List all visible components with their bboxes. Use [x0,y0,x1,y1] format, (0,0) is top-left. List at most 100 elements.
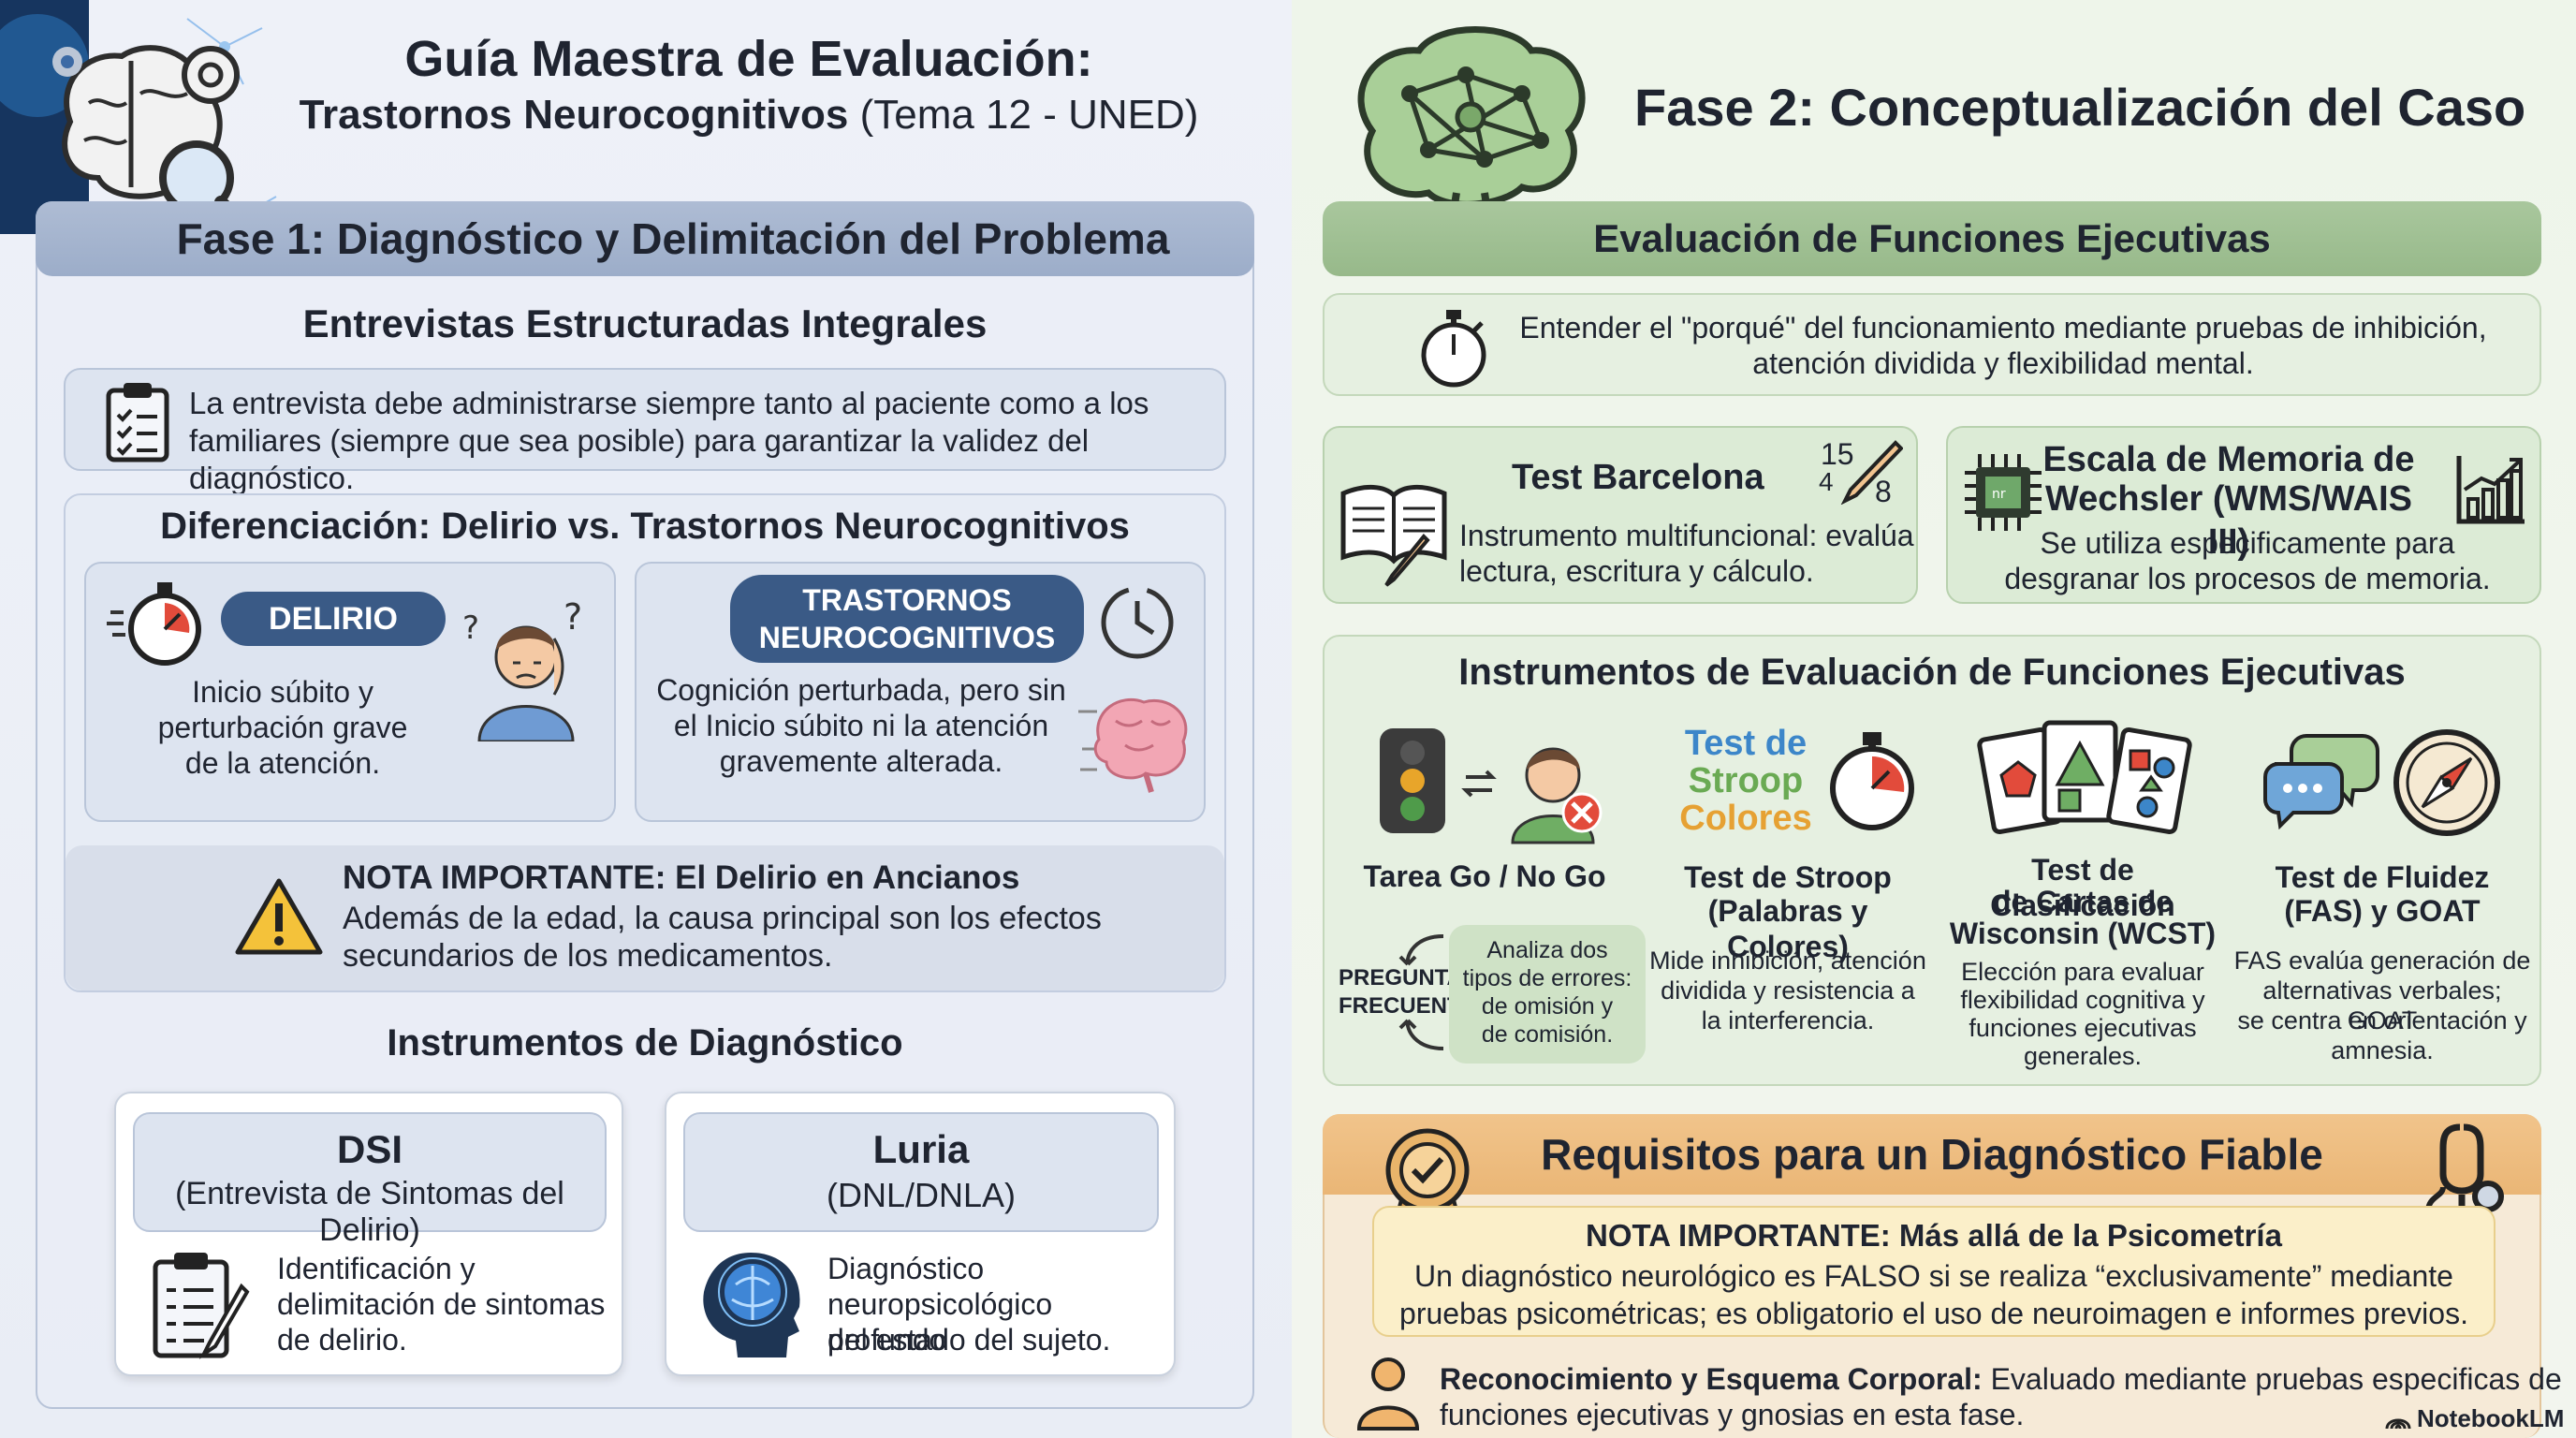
elderly-note-line2: secundarios de los medicamentos. [343,938,833,974]
luria-text-2: neuropsicológico profundo [827,1287,1053,1357]
stopwatch-fast-icon [103,577,206,670]
tnc-text-3: gravemente alterada. [719,744,1003,778]
diagnosis-instruments-heading: Instrumentos de Diagnóstico [387,1022,903,1064]
delirio-text-1: Inicio súbito y [192,675,373,709]
stroop-word-3: Colores [1679,799,1812,838]
tnc-pill: TRASTORNOS NEUROCOGNITIVOS [730,575,1084,663]
faq-text-4: de comisión. [1481,1021,1614,1048]
wcst-text-3: funciones ejecutivas [1969,1014,2197,1042]
wcst-text-4: generales. [2023,1042,2143,1070]
dsi-title-box: DSI (Entrevista de Sintomas del Delirio) [133,1112,607,1248]
wechsler-title-2: Wechsler (WMS/WAIS III) [2044,479,2413,562]
luria-title: Luria [872,1127,970,1171]
wcst-text-2: flexibilidad cognitiva y [1960,986,2205,1014]
luria-subtitle: (DNL/DNLA) [826,1176,1017,1214]
tnc-pill-line1: TRASTORNOS [802,583,1012,617]
tnc-text-1: Cognición perturbada, pero sin [656,673,1066,707]
dsi-subtitle: (Entrevista de Sintomas del Delirio) [175,1176,564,1248]
barcelona-card: Test Barcelona 15 4 8 Instrumento multif… [1323,426,1918,604]
barcelona-digits-top: 15 [1821,437,1854,471]
phase1-header: Fase 1: Diagnóstico y Delimitación del P… [36,201,1254,276]
notebooklm-label: NotebookLM [2417,1404,2565,1432]
gonogo-title: Tarea Go / No Go [1363,859,1606,893]
barcelona-digits-left: 4 [1819,467,1834,496]
subtitle-bold: Trastornos Neurocognitivos [299,92,849,138]
wechsler-title-1: Escala de Memoria de [2042,440,2415,479]
tnc-text-2: el Inicio súbito ni la atención [673,709,1049,742]
fas-text-2: alternativas verbales; GOAT [2262,976,2502,1035]
notebooklm-logo-icon [2385,1408,2411,1431]
stroop-title-1: Test de Stroop [1684,860,1892,894]
svg-text:nr: nr [1992,487,2006,502]
fas-title-2: (FAS) y GOAT [2284,894,2481,928]
psychometry-note-line2: pruebas psicométricas; es obligatorio el… [1399,1296,2468,1330]
fas-text-3: se centra en orientación y [2237,1006,2527,1034]
faq-label-line2: FRECUENTE [1339,993,1476,1019]
delirio-card: DELIRIO ?? Inicio súbito y perturbación … [84,562,616,822]
dsi-text-3: de delirio. [277,1323,407,1357]
wcst-title-1: Test de Clasificación [1990,853,2175,923]
page-subtitle: Trastornos Neurocognitivos (Tema 12 - UN… [281,92,1217,139]
stroop-text-3: la interferencia. [1701,1006,1875,1034]
speech-bubbles-icon [2260,726,2381,829]
psychometry-note-line1: Un diagnóstico neurológico es FALSO si s… [1414,1258,2453,1293]
clipboard-checklist-icon [105,381,170,463]
interviews-text-2: familiares (siempre que sea posible) par… [189,423,1090,495]
tnc-card: TRASTORNOS NEUROCOGNITIVOS Cognición per… [635,562,1206,822]
book-pencil-icon [1338,475,1450,587]
interviews-text-1: La entrevista debe administrarse siempre… [189,386,1149,420]
brain-search-illustration [0,0,281,243]
delirio-pill: DELIRIO [221,592,446,646]
clock-slow-icon [1095,580,1179,665]
stopwatch-icon [1416,306,1491,390]
subtitle-normal: (Tema 12 - UNED) [848,92,1199,138]
psychometry-note-box: NOTA IMPORTANTE: Más allá de la Psicomet… [1372,1206,2496,1337]
fas-title-1: Test de Fluidez [2275,860,2490,894]
wcst-title-3: Wisconsin (WCST) [1949,917,2217,950]
faq-callout: PREGUNTA FRECUENTE Analiza dos tipos de … [1339,925,1647,1065]
head-brain-scan-icon [695,1247,807,1363]
dsi-text-1: Identificación y [277,1252,476,1285]
svg-text:?: ? [564,601,582,638]
delirio-text-2: perturbación grave [157,711,408,744]
requirements-header-label: Requisitos para un Diagnóstico Fiable [1541,1130,2323,1179]
wechsler-card: nr Escala de Memoria de Wechsler (WMS/WA… [1946,426,2541,604]
traffic-light-person-icon [1372,723,1616,844]
stroop-text-1: Mide inhibición, atención [1649,946,1926,975]
luria-card: Luria (DNL/DNLA) Diagnóstico neuropsicol… [665,1092,1176,1376]
dsi-title: DSI [336,1127,402,1171]
exec-intro-text-2: atención dividida y flexibilidad mental. [1752,346,2254,380]
numbers-pencil-icon: 15 4 8 [1809,437,1912,512]
sorting-cards-icon [1977,719,2192,841]
barcelona-digits-right: 8 [1875,475,1892,508]
warning-icon [234,877,324,958]
clipboard-pen-icon [150,1249,251,1361]
faq-text-1: Analiza dos [1486,937,1608,963]
award-ribbon-icon [1376,1123,1479,1245]
confused-person-icon: ?? [461,601,592,741]
faq-label-line1: PREGUNTA [1339,965,1463,990]
body-schema-rest: Evaluado mediante pruebas especificas de [1982,1362,2562,1396]
elderly-note-title: NOTA IMPORTANTE: El Delirio en Ancianos [343,859,1020,896]
exec-header: Evaluación de Funciones Ejecutivas [1323,201,2541,276]
interviews-box: La entrevista debe administrarse siempre… [64,368,1226,495]
faq-text-3: de omisión y [1481,993,1614,1020]
luria-text-3: del estado del sujeto. [827,1323,1111,1357]
fas-text-4: amnesia. [2331,1036,2434,1064]
wechsler-text-1: Se utiliza especificamente para [2040,526,2455,560]
faq-bubble: Analiza dos tipos de errores: de omisión… [1449,925,1646,1064]
exec-intro-text-1: Entender el "porqué" del funcionamiento … [1519,311,2487,345]
body-schema-bold: Reconocimiento y Esquema Corporal: [1440,1362,1983,1396]
tnc-pill-line2: NEUROCOGNITIVOS [758,621,1056,654]
stroop-text-2: dividida y resistencia a [1661,976,1915,1005]
requirements-header: Requisitos para un Diagnóstico Fiable [1323,1114,2541,1195]
stroop-word-1: Test de [1684,724,1808,763]
person-icon [1354,1356,1423,1431]
stroop-word-2: Stroop [1688,761,1804,800]
barcelona-title: Test Barcelona [1512,458,1764,497]
page-title: Guía Maestra de Evaluación: [404,31,1093,87]
body-schema-line2: funciones ejecutivas y gnosias en esta f… [1440,1398,2025,1431]
pink-brain-icon [1078,683,1195,796]
wcst-text-1: Elección para evaluar [1961,958,2204,986]
faq-text-2: tipos de errores: [1462,965,1632,991]
